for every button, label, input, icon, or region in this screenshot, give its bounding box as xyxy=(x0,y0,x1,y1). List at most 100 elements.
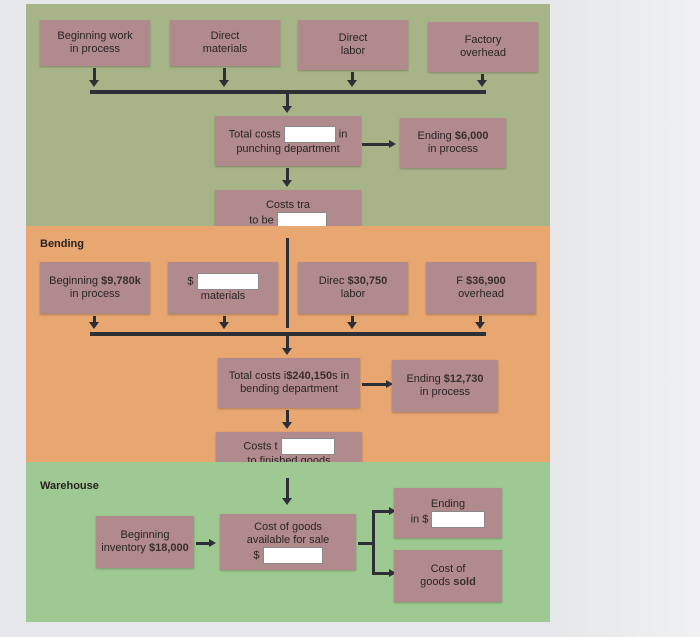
warehouse-ending-input[interactable] xyxy=(431,511,486,528)
punching-arrow-line-1 xyxy=(93,68,96,82)
bending-ending-suffix: in process xyxy=(419,386,471,398)
bending-total-costs-dept: bending department xyxy=(240,383,338,395)
bending-ending-value: $12,730 xyxy=(443,373,484,385)
bending-beginning-wip-box: Beginning $9,780k in process xyxy=(40,262,150,314)
punching-factory-overhead-label: Factory overhead xyxy=(460,34,506,59)
bending-costs-to-fg-label: Costs t xyxy=(243,440,278,453)
punching-to-ending-line xyxy=(362,143,390,146)
warehouse-ending-inv-box: Ending in $ xyxy=(394,488,502,538)
warehouse-beginning-box: Beginning inventory $18,000 xyxy=(96,516,194,568)
bending-materials-box: $ materials xyxy=(168,262,278,314)
punching-beginning-wip-label: Beginning work in process xyxy=(57,30,133,55)
punching-total-costs-suffix: in xyxy=(338,128,348,141)
warehouse-beginning-to-cogs-line xyxy=(196,542,210,545)
bending-beginning-value: $9,780k xyxy=(101,275,141,287)
warehouse-ending-label: Ending xyxy=(430,498,466,510)
punching-total-costs-dept: punching department xyxy=(236,143,340,155)
punching-total-costs-input[interactable] xyxy=(283,126,336,143)
bending-arrow-4 xyxy=(475,322,485,329)
bending-overhead-box: F $36,900 overhead xyxy=(426,262,536,314)
warehouse-cogs-available-dollar: $ xyxy=(253,548,260,561)
bending-to-ending-arrow xyxy=(386,380,393,388)
punching-direct-labor-box: Direct labor xyxy=(298,20,408,70)
bending-to-fg-line xyxy=(286,410,289,424)
bending-direct-suffix: labor xyxy=(340,288,366,300)
warehouse-cogs-available-label-2: available for sale xyxy=(246,533,330,546)
bending-overhead-label: F xyxy=(456,275,463,287)
screen-glare xyxy=(550,0,700,637)
warehouse-split-vertical xyxy=(372,510,375,574)
bending-overhead-value: $36,900 xyxy=(466,275,506,287)
bending-overhead-suffix: overhead xyxy=(458,288,504,300)
warehouse-beginning-to-cogs-arrow xyxy=(209,539,216,547)
bending-arrow-line-1 xyxy=(93,316,96,324)
bending-materials-label: materials xyxy=(200,290,246,302)
punching-arrow-2 xyxy=(219,80,229,87)
punching-factory-overhead-box: Factory overhead xyxy=(428,22,538,72)
punching-beginning-wip-box: Beginning work in process xyxy=(40,20,150,66)
punching-center-line xyxy=(286,92,289,106)
punching-direct-materials-box: Direct materials xyxy=(170,20,280,66)
punching-direct-labor-label: Direct labor xyxy=(338,32,368,57)
warehouse-split-top-arrow xyxy=(389,507,396,515)
bending-arrow-2 xyxy=(219,322,229,329)
warehouse-split-top xyxy=(372,510,390,513)
punching-total-costs-label: Total costs xyxy=(228,128,281,141)
bending-direct-labor-box: Direc $30,750 labor xyxy=(298,262,408,314)
bending-ending-label: Ending xyxy=(406,373,441,385)
punching-costs-transferred-label: Costs tra xyxy=(265,199,310,211)
warehouse-beginning-value: $18,000 xyxy=(148,542,189,554)
bending-total-costs-value: $240,150 xyxy=(286,370,333,382)
bending-beginning-suffix: in process xyxy=(69,288,121,300)
bending-materials-dollar: $ xyxy=(187,275,194,288)
punching-to-transferred-arrow xyxy=(282,180,292,187)
warehouse-center-line xyxy=(286,478,289,500)
bending-to-fg-arrow xyxy=(282,422,292,429)
warehouse-ending-dollar: $ xyxy=(422,513,429,526)
punching-to-ending-arrow xyxy=(389,140,396,148)
bending-section-label: Bending xyxy=(40,238,84,250)
warehouse-cost-of-goods-label-2: goods xyxy=(420,576,451,588)
warehouse-cogs-available-input[interactable] xyxy=(262,546,323,564)
punching-direct-materials-label: Direct materials xyxy=(202,30,248,55)
punching-to-transferred-line xyxy=(286,168,289,180)
punching-arrow-line-3 xyxy=(351,72,354,82)
warehouse-cost-of-goods-value: sold xyxy=(453,576,476,588)
punching-arrow-4 xyxy=(477,80,487,87)
bending-total-costs-box: Total costs i$240,150s in bending depart… xyxy=(218,358,360,408)
punching-ending-wip-box: Ending $6,000 in process xyxy=(400,118,506,168)
bending-center-line-top xyxy=(286,238,289,328)
warehouse-ending-inv: in xyxy=(410,513,420,526)
bending-costs-to-fg-input[interactable] xyxy=(280,438,335,455)
bending-center-line xyxy=(286,334,289,348)
punching-ending-wip-label: Ending xyxy=(417,130,452,142)
punching-ending-wip-suffix: in process xyxy=(427,143,479,155)
punching-center-arrow xyxy=(282,106,292,113)
bending-center-arrow xyxy=(282,348,292,355)
warehouse-cogs-available-box: Cost of goods available for sale $ xyxy=(220,514,356,570)
bending-arrow-line-3 xyxy=(351,316,354,324)
punching-ending-wip-value: $6,000 xyxy=(454,130,489,142)
warehouse-cost-of-goods-sold-box: Cost of goods sold xyxy=(394,550,502,602)
bending-ending-wip-box: Ending $12,730 in process xyxy=(392,360,498,412)
warehouse-center-arrow xyxy=(282,498,292,505)
bending-direct-value: $30,750 xyxy=(347,275,388,287)
bending-total-costs-suffix: s in xyxy=(332,370,350,382)
bending-arrow-line-2 xyxy=(223,316,226,324)
punching-arrow-line-4 xyxy=(481,74,484,82)
punching-arrow-line-2 xyxy=(223,68,226,82)
bending-total-costs-label: Total costs i xyxy=(228,370,287,382)
bending-materials-input[interactable] xyxy=(196,273,259,290)
punching-arrow-3 xyxy=(347,80,357,87)
bending-arrow-line-4 xyxy=(479,316,482,324)
warehouse-split-bottom xyxy=(372,572,390,575)
bending-arrow-3 xyxy=(347,322,357,329)
bending-direct-label: Direc xyxy=(318,275,345,287)
punching-total-costs-box: Total costs in punching department xyxy=(215,116,361,166)
warehouse-beginning-inv: inventory xyxy=(101,542,146,554)
warehouse-split-line xyxy=(358,542,372,545)
warehouse-beginning-label: Beginning xyxy=(120,529,170,541)
warehouse-cost-of-goods-label: Cost of xyxy=(430,563,466,575)
warehouse-split-bottom-arrow xyxy=(389,569,396,577)
